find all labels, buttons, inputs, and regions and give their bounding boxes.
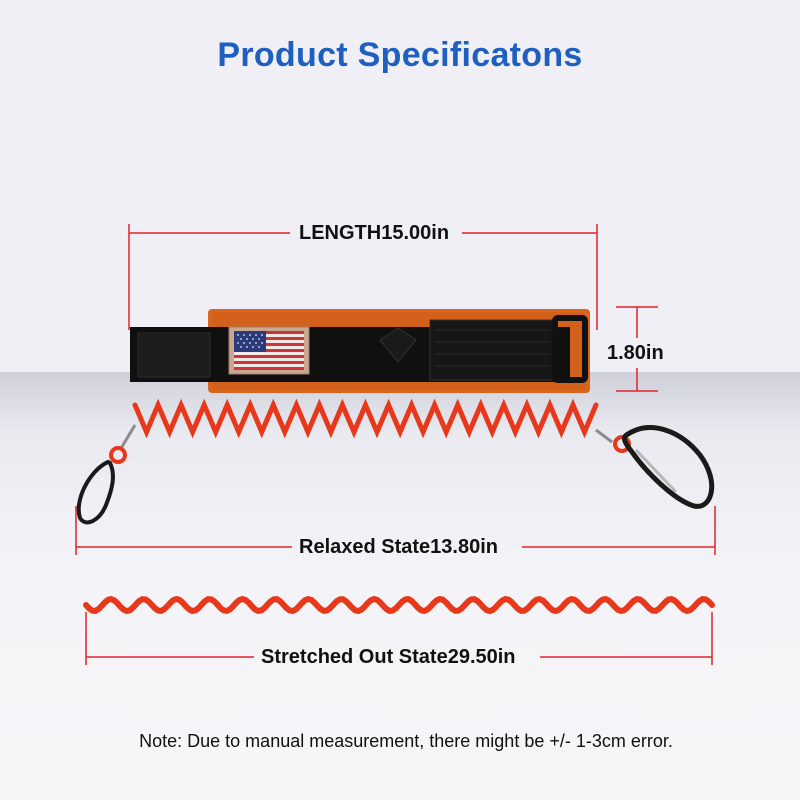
strap-buckle xyxy=(552,315,588,383)
stretched-label: Stretched Out State29.50in xyxy=(261,646,516,668)
stretched-leash xyxy=(83,595,715,615)
width-dimension-line xyxy=(616,306,658,392)
length-label: LENGTH15.00in xyxy=(299,222,450,244)
us-flag-patch xyxy=(228,326,310,375)
page-title: Product Specificatons xyxy=(217,36,583,74)
measurement-note: Note: Due to manual measurement, there m… xyxy=(139,731,673,751)
background-bottom xyxy=(0,372,800,800)
wrist-strap xyxy=(130,309,590,393)
relaxed-label: Relaxed State13.80in xyxy=(299,536,498,558)
strap-velcro xyxy=(429,319,556,381)
coiled-leash xyxy=(109,398,631,464)
stretched-dimension-line xyxy=(85,612,713,665)
carabiner-icon xyxy=(622,425,715,509)
length-dimension-line xyxy=(128,224,598,330)
width-label: 1.80in xyxy=(607,342,664,364)
carabiner-icon xyxy=(76,459,115,525)
relaxed-dimension-line xyxy=(75,506,716,555)
